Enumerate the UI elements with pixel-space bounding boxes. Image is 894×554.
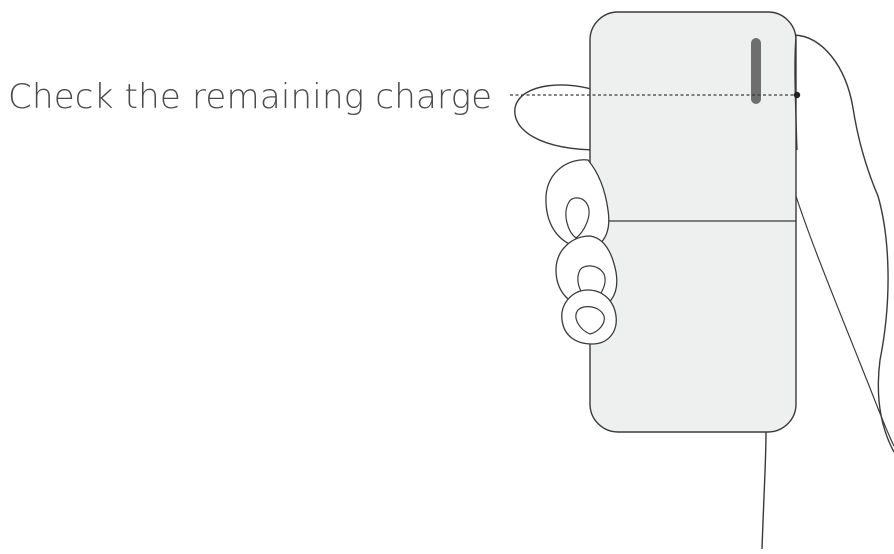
callout-label: Check the remaining charge [8,77,493,117]
callout-pointer-dot [793,91,801,99]
palm-outline [514,84,601,151]
power-bank-body [589,11,797,433]
fingernail-1 [565,197,590,239]
thumb-outline [794,35,798,151]
charging-cable [761,431,767,550]
hand-right-outline [793,34,894,453]
fingernail-3 [575,306,605,335]
wrist-inner-line [793,189,894,447]
charge-indicator-bar [751,38,761,104]
